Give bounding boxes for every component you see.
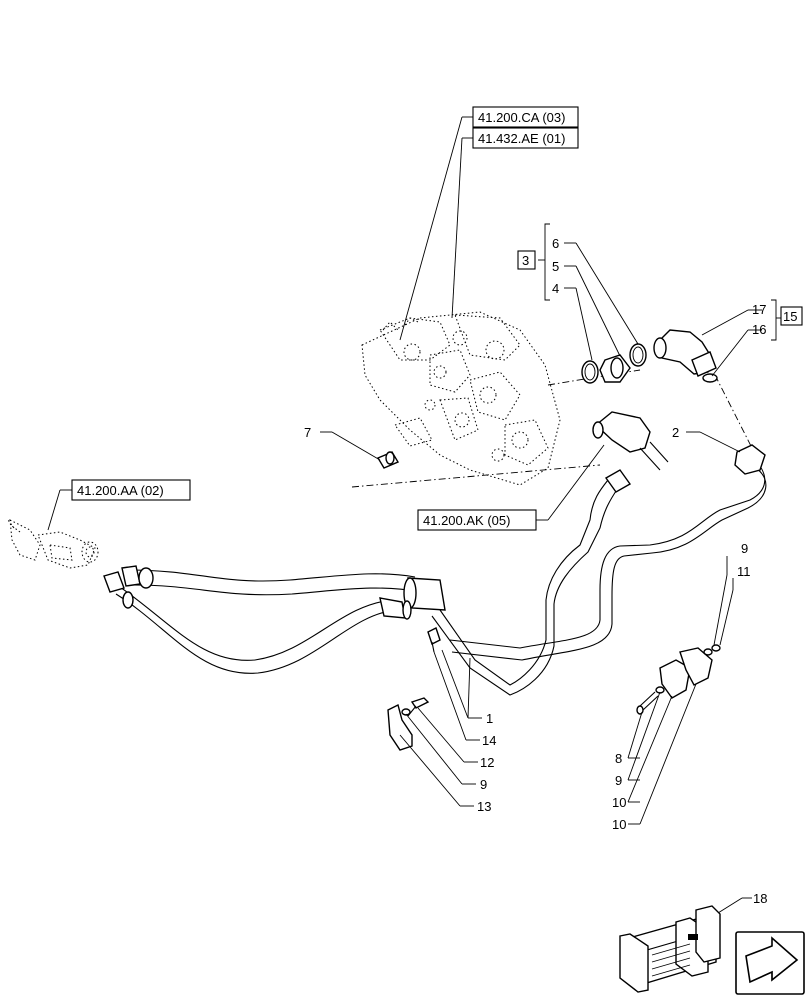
ref-box-aa[interactable]: 41.200.AA (02) bbox=[71, 479, 191, 501]
orings-adapter bbox=[581, 343, 647, 384]
callout-13: 13 bbox=[477, 799, 491, 814]
callout-9-left: 9 bbox=[480, 777, 487, 792]
svg-text:41.200.AK (05): 41.200.AK (05) bbox=[423, 513, 510, 528]
svg-text:41.200.CA (03): 41.200.CA (03) bbox=[478, 110, 565, 125]
callout-1: 1 bbox=[486, 711, 493, 726]
ref-box-ae[interactable]: 41.432.AE (01) bbox=[472, 127, 579, 149]
group-label-15[interactable]: 15 bbox=[780, 306, 803, 326]
rigid-pipes bbox=[431, 411, 767, 696]
hydraulic-hoses bbox=[103, 565, 446, 674]
clamp-assembly-left bbox=[387, 627, 441, 751]
centerline-elbow bbox=[714, 374, 753, 449]
tube-nut-item-2 bbox=[734, 444, 766, 475]
callout-7: 7 bbox=[304, 425, 311, 440]
clamp-assembly-right bbox=[636, 644, 721, 715]
svg-text:41.432.AE (01): 41.432.AE (01) bbox=[478, 131, 565, 146]
svg-text:3: 3 bbox=[522, 253, 529, 268]
callout-14: 14 bbox=[482, 733, 496, 748]
centerline-lower bbox=[351, 464, 601, 488]
leader-lines bbox=[320, 223, 784, 919]
callout-9-top: 9 bbox=[741, 541, 748, 556]
next-page-arrow-icon[interactable] bbox=[735, 931, 805, 995]
fitting-item-7 bbox=[376, 451, 400, 469]
callout-4: 4 bbox=[552, 281, 559, 296]
callout-8: 8 bbox=[615, 751, 622, 766]
callout-6: 6 bbox=[552, 236, 559, 251]
ref-box-ak[interactable]: 41.200.AK (05) bbox=[417, 509, 537, 531]
callout-18: 18 bbox=[753, 891, 767, 906]
elbow-fitting-17 bbox=[653, 329, 718, 383]
ref-box-ca[interactable]: 41.200.CA (03) bbox=[472, 106, 579, 128]
quick-coupler bbox=[7, 519, 99, 569]
svg-text:41.200.AA (02): 41.200.AA (02) bbox=[77, 483, 164, 498]
svg-text:15: 15 bbox=[783, 309, 797, 324]
callout-10-a: 10 bbox=[612, 795, 626, 810]
control-valve-block bbox=[361, 311, 561, 486]
callout-9-bottom: 9 bbox=[615, 773, 622, 788]
callout-2: 2 bbox=[672, 425, 679, 440]
callout-10-b: 10 bbox=[612, 817, 626, 832]
callout-11: 11 bbox=[737, 564, 751, 579]
callout-16: 16 bbox=[752, 322, 766, 337]
callout-labels: 1 14 12 9 13 7 2 6 5 4 17 16 9 11 8 9 10… bbox=[304, 236, 767, 906]
callout-5: 5 bbox=[552, 259, 559, 274]
callout-12: 12 bbox=[480, 755, 494, 770]
parts-kit-crate-icon bbox=[619, 905, 721, 993]
callout-17: 17 bbox=[752, 302, 766, 317]
group-label-3[interactable]: 3 bbox=[517, 250, 536, 270]
